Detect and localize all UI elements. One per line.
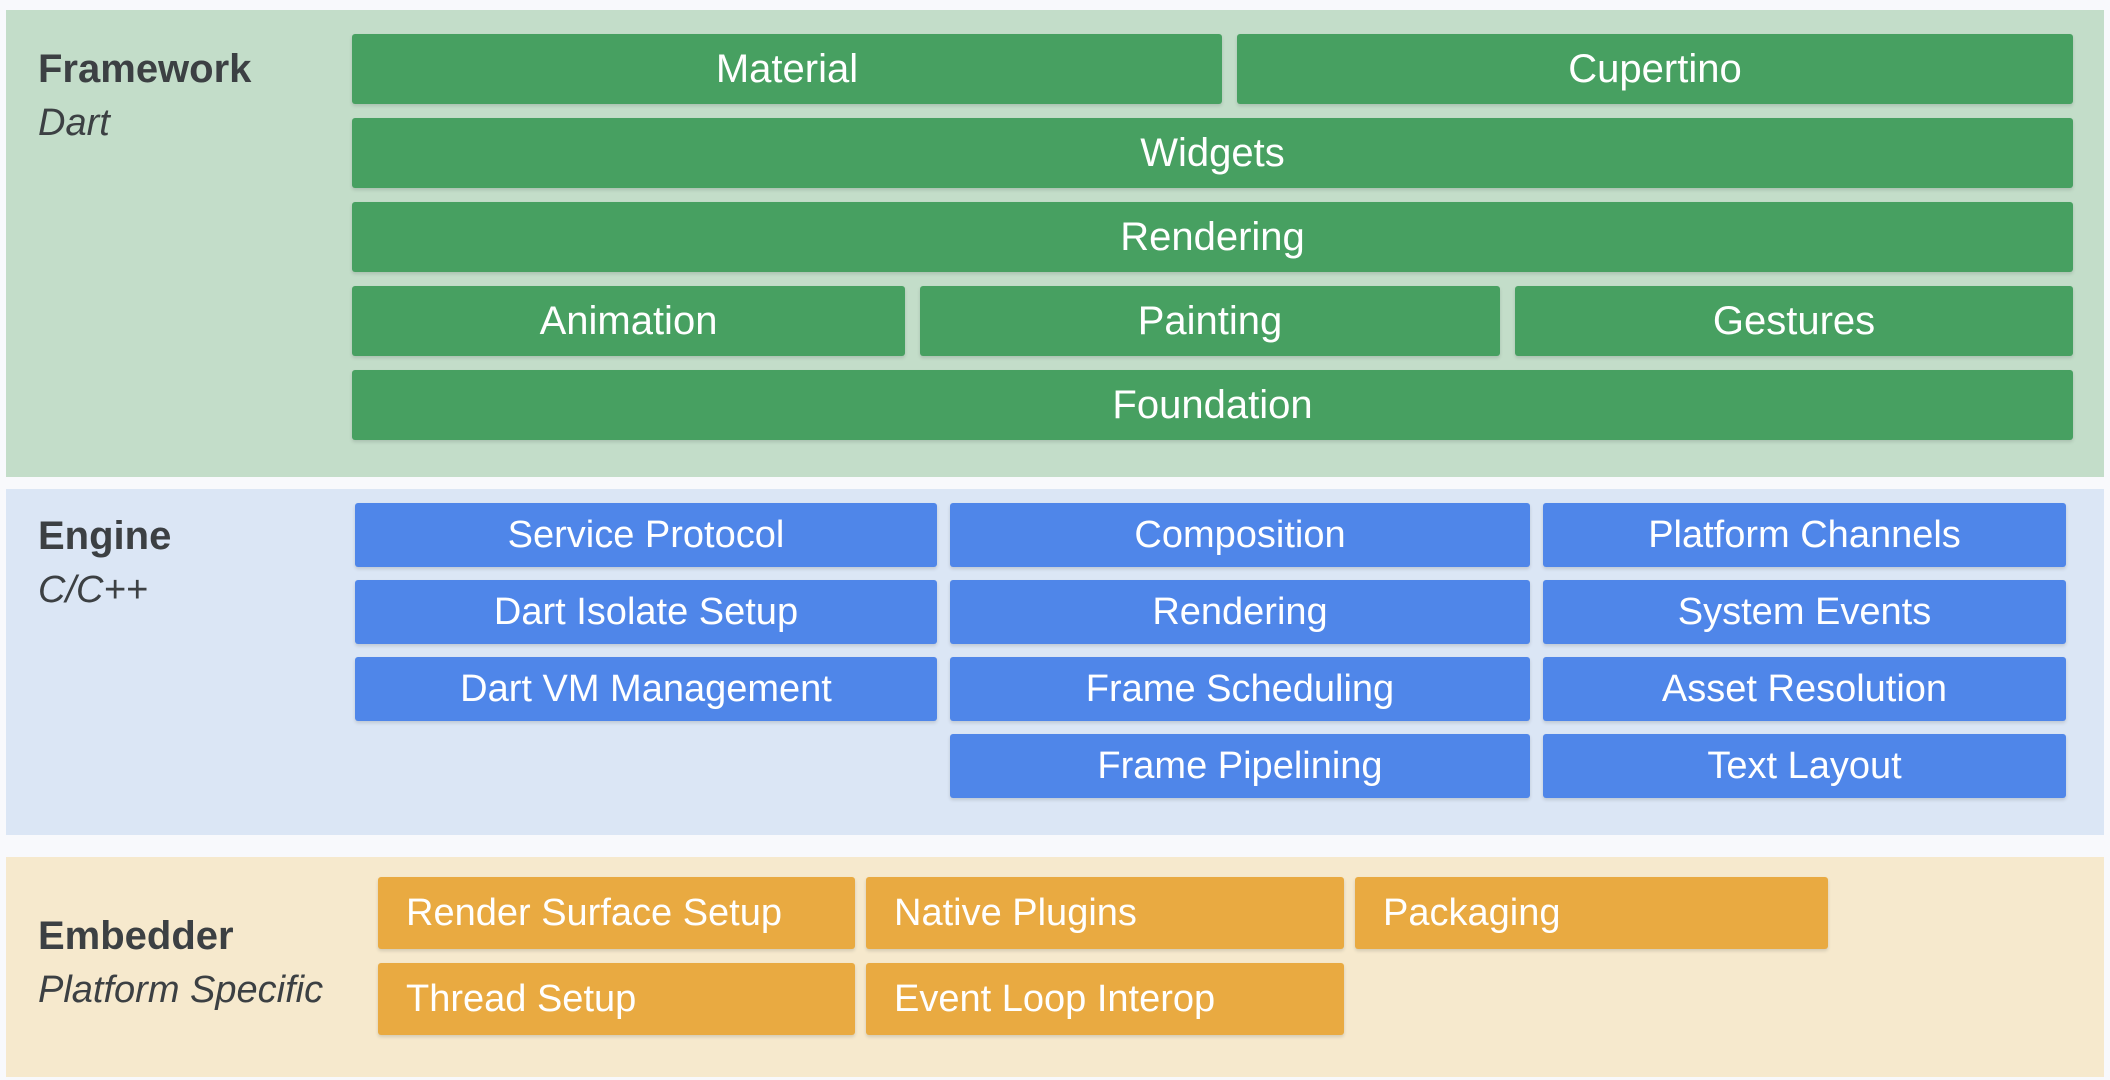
engine-column-2: Composition Rendering Frame Scheduling F… [950,503,1530,798]
engine-title: Engine [38,514,172,558]
framework-title: Framework [38,47,252,91]
box-text-layout: Text Layout [1543,734,2066,798]
framework-label: Framework Dart [38,44,251,148]
framework-section: Framework Dart Material Cupertino Widget… [6,10,2104,477]
box-dart-vm-management: Dart VM Management [355,657,937,721]
framework-row-2: Widgets [352,118,2073,188]
box-render-surface-setup: Render Surface Setup [378,877,855,949]
box-cupertino: Cupertino [1237,34,2073,104]
framework-boxes: Material Cupertino Widgets Rendering Ani… [352,34,2073,440]
embedder-boxes: Render Surface Setup Native Plugins Pack… [378,877,1828,1035]
box-rendering: Rendering [352,202,2073,272]
framework-row-4: Animation Painting Gestures [352,286,2073,356]
box-widgets: Widgets [352,118,2073,188]
box-event-loop-interop: Event Loop Interop [866,963,1344,1035]
engine-section: Engine C/C++ Service Protocol Dart Isola… [6,489,2104,835]
embedder-label: Embedder Platform Specific [38,911,323,1015]
box-asset-resolution: Asset Resolution [1543,657,2066,721]
embedder-title: Embedder [38,914,234,958]
box-system-events: System Events [1543,580,2066,644]
box-service-protocol: Service Protocol [355,503,937,567]
engine-boxes: Service Protocol Dart Isolate Setup Dart… [355,503,2066,798]
box-thread-setup: Thread Setup [378,963,855,1035]
box-composition: Composition [950,503,1530,567]
engine-label: Engine C/C++ [38,511,171,615]
framework-row-1: Material Cupertino [352,34,2073,104]
box-material: Material [352,34,1222,104]
box-dart-isolate-setup: Dart Isolate Setup [355,580,937,644]
engine-column-1: Service Protocol Dart Isolate Setup Dart… [355,503,937,798]
embedder-subtitle: Platform Specific [38,969,324,1011]
embedder-row-1: Render Surface Setup Native Plugins Pack… [378,877,1828,949]
embedder-row-2: Thread Setup Event Loop Interop [378,963,1828,1035]
box-painting: Painting [920,286,1500,356]
box-frame-pipelining: Frame Pipelining [950,734,1530,798]
box-platform-channels: Platform Channels [1543,503,2066,567]
box-packaging: Packaging [1355,877,1828,949]
embedder-section: Embedder Platform Specific Render Surfac… [6,857,2104,1077]
framework-row-3: Rendering [352,202,2073,272]
framework-subtitle: Dart [38,102,110,144]
box-engine-rendering: Rendering [950,580,1530,644]
box-native-plugins: Native Plugins [866,877,1344,949]
box-gestures: Gestures [1515,286,2073,356]
box-foundation: Foundation [352,370,2073,440]
engine-column-3: Platform Channels System Events Asset Re… [1543,503,2066,798]
box-frame-scheduling: Frame Scheduling [950,657,1530,721]
box-animation: Animation [352,286,905,356]
engine-subtitle: C/C++ [38,569,148,611]
framework-row-5: Foundation [352,370,2073,440]
